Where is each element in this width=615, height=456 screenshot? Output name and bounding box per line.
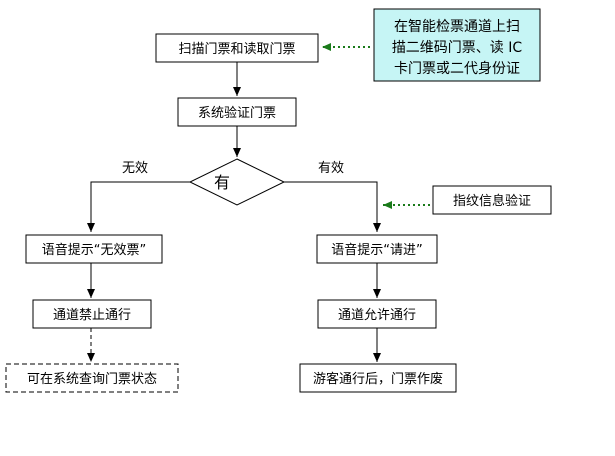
verify-ticket-label: 系统验证门票: [198, 105, 276, 121]
gate-note-line-1: 在智能检票通道上扫: [394, 19, 520, 35]
voice-invalid-label: 语音提示“无效票”: [42, 242, 146, 258]
voice-valid-box: 语音提示“请进”: [316, 234, 438, 264]
channel-blocked-label: 通道禁止通行: [53, 308, 131, 323]
query-status-label: 可在系统查询门票状态: [27, 372, 157, 387]
scan-ticket-box: 扫描门票和读取门票: [155, 33, 319, 63]
decision-label: 有: [214, 173, 230, 192]
ticket-void-box: 游客通行后，门票作废: [299, 363, 457, 393]
fingerprint-label: 指纹信息验证: [453, 193, 531, 209]
invalid-branch-label: 无效: [122, 161, 148, 176]
channel-allowed-label: 通道允许通行: [338, 307, 416, 323]
gate-note-line-3: 卡门票或二代身份证: [394, 61, 520, 77]
ticket-void-label: 游客通行后，门票作废: [313, 371, 443, 387]
fingerprint-box: 指纹信息验证: [432, 185, 552, 215]
voice-invalid-box: 语音提示“无效票”: [25, 234, 163, 264]
query-status-box: 可在系统查询门票状态: [5, 363, 179, 393]
valid-branch-line: [284, 181, 381, 232]
channel-allowed-box: 通道允许通行: [317, 299, 437, 329]
decision-diamond: 有: [188, 158, 286, 206]
scan-ticket-label: 扫描门票和读取门票: [178, 42, 295, 57]
voice-valid-label: 语音提示“请进”: [331, 242, 422, 258]
channel-blocked-box: 通道禁止通行: [32, 299, 152, 329]
gate-note-line-2: 描二维码门票、读 IC: [392, 39, 523, 56]
invalid-branch-line: [87, 181, 190, 232]
gate-note-box: 在智能检票通道上扫 描二维码门票、读 IC 卡门票或二代身份证: [373, 8, 541, 82]
verify-ticket-box: 系统验证门票: [177, 97, 297, 127]
valid-branch-label: 有效: [318, 161, 344, 176]
